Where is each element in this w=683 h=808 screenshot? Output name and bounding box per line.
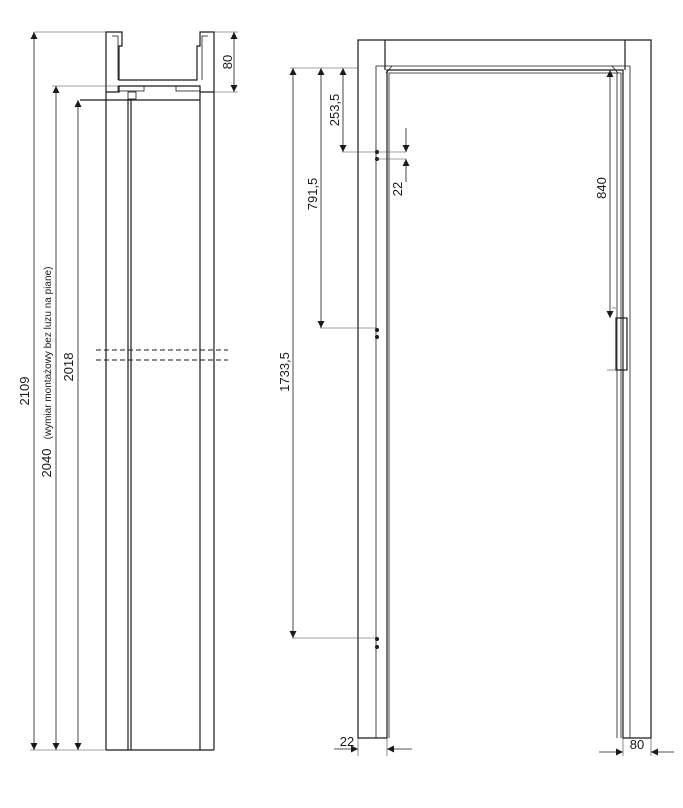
front-elevation-view: 253,5 22 791,5 1733,5 840 22 80: [277, 39, 674, 756]
dim-hinge1-to-hinge2-label: 791,5: [305, 178, 320, 211]
dim-mounting-note: (wymiar montażowy bez luzu na piane): [43, 267, 54, 440]
dim-mounting-height-label: 2040: [39, 449, 54, 478]
dim-lock-height-label: 840: [594, 177, 609, 199]
mitre-left: [385, 65, 393, 74]
dim-profile-depth-label: 80: [220, 55, 235, 69]
dim-top-to-hinge3-label: 1733,5: [277, 352, 292, 392]
hinge-screw: [375, 637, 379, 641]
seal-right: [175, 85, 201, 92]
dim-top-to-hinge1-label: 253,5: [327, 94, 342, 127]
hinge-screw: [375, 645, 379, 649]
frame-profile-section: [105, 31, 215, 93]
hinge-screw: [375, 328, 379, 332]
lock-strike-plate: [615, 317, 628, 371]
dim-bottom-right-label: 80: [630, 737, 644, 752]
side-section-view: 2109 2040 (wymiar montażowy bez luzu na …: [17, 31, 238, 751]
dim-hinge-plate-label: 22: [390, 182, 405, 196]
dim-total-height-label: 2109: [17, 377, 32, 406]
door-frame-outer: [357, 39, 652, 739]
dim-bottom-left-label: 22: [340, 734, 354, 749]
mitre-right: [611, 65, 619, 74]
frame-inner-line: [388, 72, 622, 738]
profile-inner-line: [112, 35, 119, 80]
seal-left: [117, 85, 145, 92]
hinge-plate-detail: [127, 91, 137, 100]
hinge-screw: [375, 335, 379, 339]
profile-inner-line-right: [201, 35, 208, 80]
frame-rebate-line: [375, 65, 631, 738]
dim-inner-height-label: 2018: [61, 353, 76, 382]
